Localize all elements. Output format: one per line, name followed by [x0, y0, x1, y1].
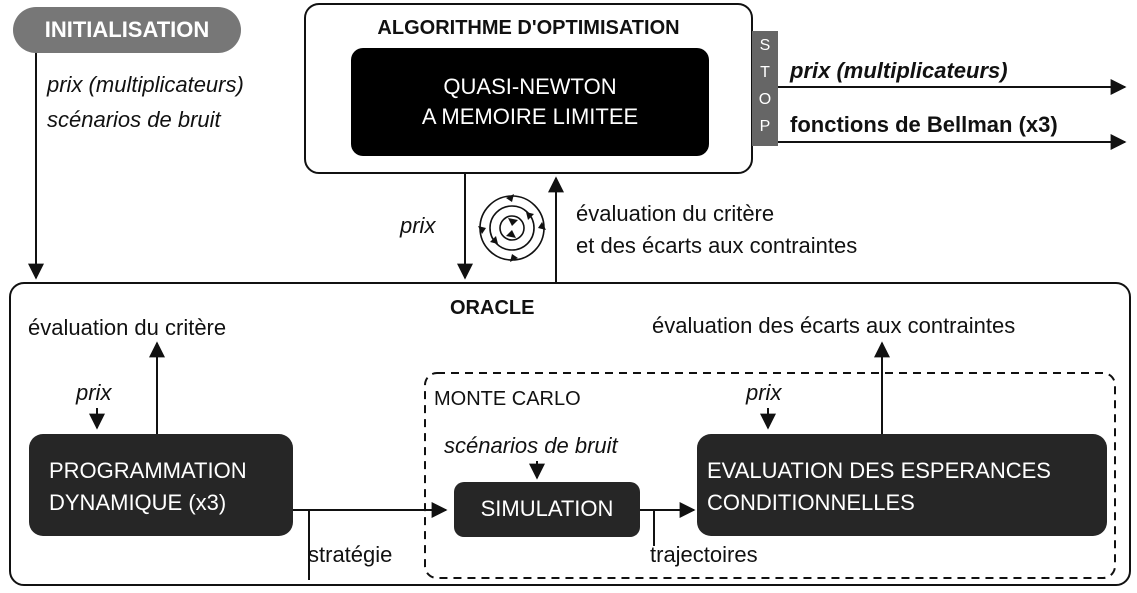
- simulation-box: SIMULATION: [454, 482, 640, 537]
- dp-line-2: DYNAMIQUE (x3): [49, 490, 227, 515]
- stop-letter-s: S: [759, 37, 771, 54]
- simulation-input-label: scénarios de bruit: [444, 433, 618, 458]
- init-pill: INITIALISATION: [13, 7, 241, 53]
- init-input-prix: prix (multiplicateurs): [47, 72, 244, 97]
- oracle-title: ORACLE: [450, 297, 535, 319]
- stop-tab: S T O P: [752, 31, 778, 146]
- loop-eval-line-1: évaluation du critère: [576, 201, 775, 226]
- stop-letter-p: P: [759, 118, 771, 135]
- trajectories-label: trajectoires: [650, 542, 758, 567]
- simulation-label: SIMULATION: [480, 496, 614, 521]
- monte-carlo-box: [424, 372, 1116, 579]
- init-input-scenarios: scénarios de bruit: [47, 107, 221, 132]
- dp-line-1: PROGRAMMATION: [49, 458, 247, 483]
- esperances-box: EVALUATION DES ESPERANCES CONDITIONNELLE…: [697, 434, 1107, 536]
- esperances-output-label: évaluation des écarts aux contraintes: [652, 313, 1016, 338]
- init-label: INITIALISATION: [44, 17, 210, 42]
- output-prix: prix (multiplicateurs): [790, 58, 1008, 83]
- output-bellman: fonctions de Bellman (x3): [790, 112, 1058, 137]
- loop-prix-label: prix: [400, 213, 436, 238]
- optimizer-title: ALGORITHME D'OPTIMISATION: [377, 17, 680, 39]
- oracle-box: [9, 282, 1131, 586]
- dp-output-label: évaluation du critère: [28, 315, 227, 340]
- esperances-line-1: EVALUATION DES ESPERANCES: [707, 458, 1051, 483]
- cycle-icon: [478, 194, 546, 262]
- dp-input-prix: prix: [76, 380, 112, 405]
- esperances-line-2: CONDITIONNELLES: [707, 490, 915, 515]
- loop-eval-line-2: et des écarts aux contraintes: [576, 233, 858, 258]
- quasi-newton-line-2: A MEMOIRE LIMITEE: [421, 104, 639, 129]
- monte-carlo-title: MONTE CARLO: [434, 388, 581, 410]
- esperances-input-prix: prix: [746, 380, 782, 405]
- quasi-newton-line-1: QUASI-NEWTON: [443, 74, 617, 99]
- strategy-label: stratégie: [308, 542, 393, 567]
- quasi-newton-box: QUASI-NEWTON A MEMOIRE LIMITEE: [351, 48, 709, 156]
- dp-box: PROGRAMMATION DYNAMIQUE (x3): [29, 434, 293, 536]
- stop-letter-o: O: [758, 91, 772, 108]
- stop-letter-t: T: [760, 64, 770, 81]
